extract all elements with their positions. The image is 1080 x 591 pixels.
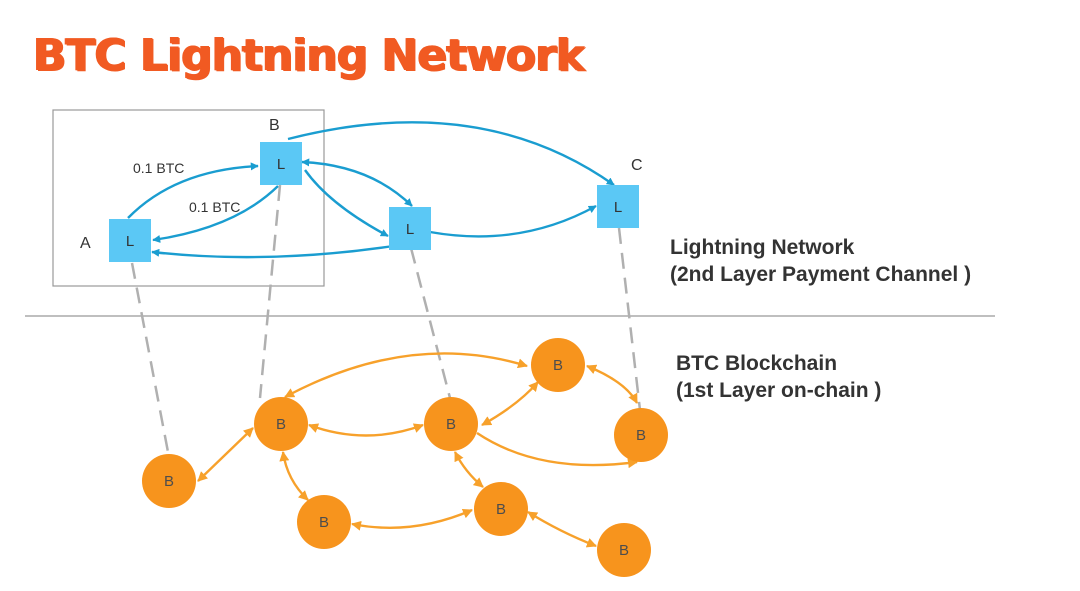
channel-label-a-to-b: 0.1 BTC	[133, 160, 184, 176]
channel-m-to-b	[304, 169, 389, 238]
channel-m-to-a	[151, 243, 401, 259]
chain-node: B	[424, 397, 478, 451]
node-name-b: B	[269, 117, 280, 134]
node-name-c: C	[631, 157, 643, 174]
node-name-a: A	[80, 235, 91, 252]
lightning-node-a: L A	[80, 219, 151, 262]
chain-node-label: B	[446, 416, 456, 433]
lightning-edges	[127, 121, 615, 259]
chain-node-label: B	[319, 514, 329, 531]
page-title: BTC Lightning Network	[33, 30, 585, 81]
channel-a-to-b	[127, 162, 259, 219]
lightning-nodes: L A L B L L C	[80, 117, 643, 262]
chain-edge	[284, 352, 528, 399]
chain-edge	[481, 381, 539, 427]
lightning-node-label: L	[614, 199, 622, 216]
chain-node-label: B	[553, 357, 563, 374]
link-c-to-chain	[617, 227, 642, 411]
chain-node-label: B	[619, 542, 629, 559]
blockchain-caption-line1: BTC Blockchain	[676, 352, 838, 375]
lightning-network-caption: Lightning Network (2nd Layer Payment Cha…	[670, 234, 971, 288]
channel-b-to-a	[152, 185, 279, 243]
chain-node-label: B	[164, 473, 174, 490]
chain-node: B	[614, 408, 668, 462]
channel-b-to-c	[287, 121, 615, 186]
chain-node-label: B	[496, 501, 506, 518]
chain-edge	[527, 510, 597, 548]
lightning-node-m: L	[389, 207, 431, 250]
lightning-caption-line1: Lightning Network	[670, 236, 855, 259]
link-b-to-chain	[258, 184, 282, 399]
chain-edge	[351, 508, 473, 531]
payment-channel-box	[52, 109, 325, 287]
channel-b-to-m	[301, 158, 413, 207]
layer-links	[130, 184, 642, 453]
chain-node: B	[531, 338, 585, 392]
chain-edges	[197, 352, 639, 548]
chain-edge	[586, 364, 639, 404]
lightning-node-label: L	[126, 233, 134, 250]
chain-node: B	[142, 454, 196, 508]
lightning-caption-line2: (2nd Layer Payment Channel )	[670, 263, 972, 286]
blockchain-caption: BTC Blockchain (1st Layer on-chain )	[676, 350, 881, 404]
chain-edge	[279, 451, 309, 501]
chain-edge	[197, 427, 254, 482]
chain-edge	[476, 432, 638, 469]
chain-edge	[308, 423, 424, 437]
chain-edge	[453, 451, 484, 488]
chain-node: B	[254, 397, 308, 451]
chain-node: B	[297, 495, 351, 549]
channel-label-b-to-a: 0.1 BTC	[189, 199, 240, 215]
link-a-to-chain	[130, 262, 170, 453]
chain-nodes: B B B B B B B B	[142, 338, 668, 577]
link-m-to-chain	[409, 247, 452, 399]
chain-node-label: B	[276, 416, 286, 433]
chain-node-label: B	[636, 427, 646, 444]
chain-node: B	[597, 523, 651, 577]
chain-node: B	[474, 482, 528, 536]
lightning-node-label: L	[406, 221, 414, 238]
lightning-node-c: L C	[597, 157, 643, 228]
blockchain-caption-line2: (1st Layer on-chain )	[676, 379, 882, 402]
channel-m-to-c	[429, 204, 597, 238]
lightning-node-b: L B	[260, 117, 302, 185]
lightning-node-label: L	[277, 156, 285, 173]
